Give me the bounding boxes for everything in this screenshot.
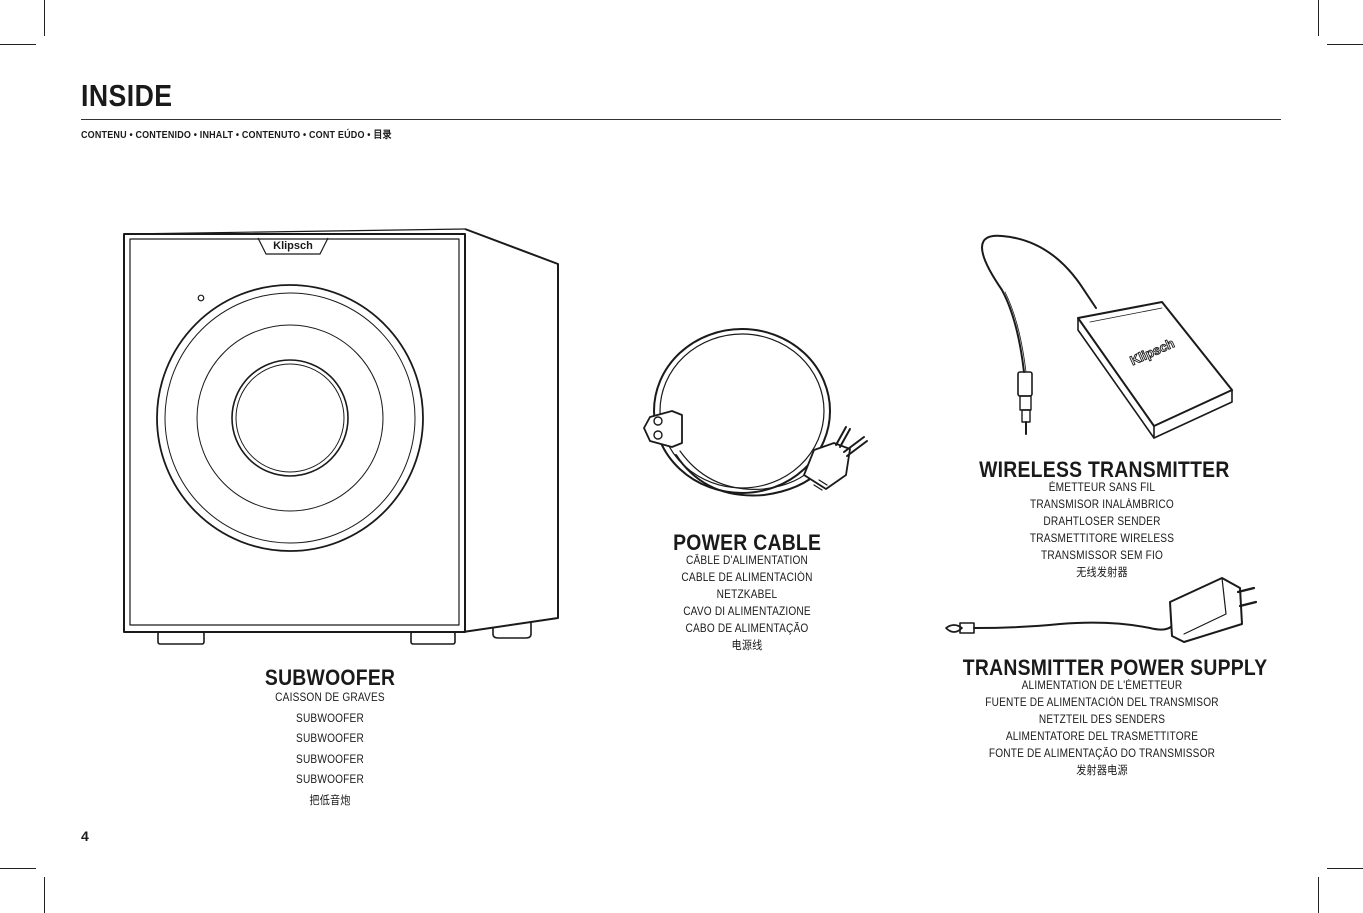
subwoofer-translation: SUBWOOFER xyxy=(296,733,364,745)
crop-mark xyxy=(1318,877,1319,913)
power-cable-translation: CABO DE ALIMENTAÇÃO xyxy=(685,623,809,635)
wireless-transmitter-translation: DRAHTLOSER SENDER xyxy=(1043,516,1161,528)
wireless-transmitter-translation: ÉMETTEUR SANS FIL xyxy=(1048,482,1156,494)
crop-mark xyxy=(0,44,36,45)
power-cable-translation: CÂBLE D'ALIMENTATION xyxy=(685,555,809,567)
wireless-transmitter-label: WIRELESS TRANSMITTER ÉMETTEUR SANS FIL T… xyxy=(962,457,1242,582)
power-supply-translation: FONTE DE ALIMENTAÇÃO DO TRANSMISSOR xyxy=(988,748,1216,760)
subwoofer-label: SUBWOOFER CAISSON DE GRAVES SUBWOOFER SU… xyxy=(230,665,430,811)
subwoofer-illustration: Klipsch xyxy=(123,228,559,645)
power-cable-illustration xyxy=(643,328,868,497)
power-supply-heading: TRANSMITTER POWER SUPPLY xyxy=(962,655,1268,680)
page-subtitle: CONTENU • CONTENIDO • INHALT • CONTENUTO… xyxy=(81,130,392,141)
power-supply-translation: NETZTEIL DES SENDERS xyxy=(1038,714,1166,726)
power-supply-translation: FUENTE DE ALIMENTACIÓN DEL TRANSMISOR xyxy=(985,697,1219,709)
subwoofer-translation: SUBWOOFER xyxy=(296,712,364,725)
wireless-transmitter-translation: TRANSMISSOR SEM FIO xyxy=(1041,550,1163,562)
subwoofer-translation: SUBWOOFER xyxy=(296,753,364,766)
power-supply-translation: ALIMENTATORE DEL TRASMETTITORE xyxy=(1005,731,1199,743)
power-cable-label: POWER CABLE CÂBLE D'ALIMENTATION CABLE D… xyxy=(627,530,867,655)
power-cable-translation: 电源线 xyxy=(731,640,763,652)
subwoofer-translation: SUBWOOFER xyxy=(296,774,364,786)
power-cable-translation: CABLE DE ALIMENTACIÓN xyxy=(681,572,813,584)
wireless-transmitter-illustration: Klipsch xyxy=(981,234,1233,439)
page-number: 4 xyxy=(81,828,89,844)
crop-mark xyxy=(1327,44,1363,45)
power-cable-translation: CAVO DI ALIMENTAZIONE xyxy=(683,606,811,618)
title-divider xyxy=(81,119,1281,120)
wireless-transmitter-translation: 无线发射器 xyxy=(1076,567,1128,579)
page-title: INSIDE xyxy=(81,78,173,113)
wireless-transmitter-translation: TRANSMISOR INALÁMBRICO xyxy=(1030,499,1174,511)
subwoofer-translation: CAISSON DE GRAVES xyxy=(275,692,385,704)
power-supply-translation: ALIMENTATION DE L'ÉMETTEUR xyxy=(1021,680,1183,692)
power-cable-heading: POWER CABLE xyxy=(672,530,822,555)
power-supply-label: TRANSMITTER POWER SUPPLY ALIMENTATION DE… xyxy=(942,655,1267,780)
wireless-transmitter-heading: WIRELESS TRANSMITTER xyxy=(979,457,1230,482)
crop-mark xyxy=(0,868,36,869)
subwoofer-logo: Klipsch xyxy=(273,240,313,252)
subwoofer-heading: SUBWOOFER xyxy=(264,665,396,690)
crop-mark xyxy=(44,877,45,913)
crop-mark xyxy=(1327,868,1363,869)
power-supply-translation: 发射器电源 xyxy=(1076,765,1128,777)
crop-mark xyxy=(44,0,45,36)
subwoofer-translation: 把低音炮 xyxy=(309,794,351,807)
power-supply-illustration xyxy=(945,577,1258,643)
power-cable-translation: NETZKABEL xyxy=(716,589,778,601)
wireless-transmitter-translation: TRASMETTITORE WIRELESS xyxy=(1029,533,1175,545)
crop-mark xyxy=(1318,0,1319,36)
